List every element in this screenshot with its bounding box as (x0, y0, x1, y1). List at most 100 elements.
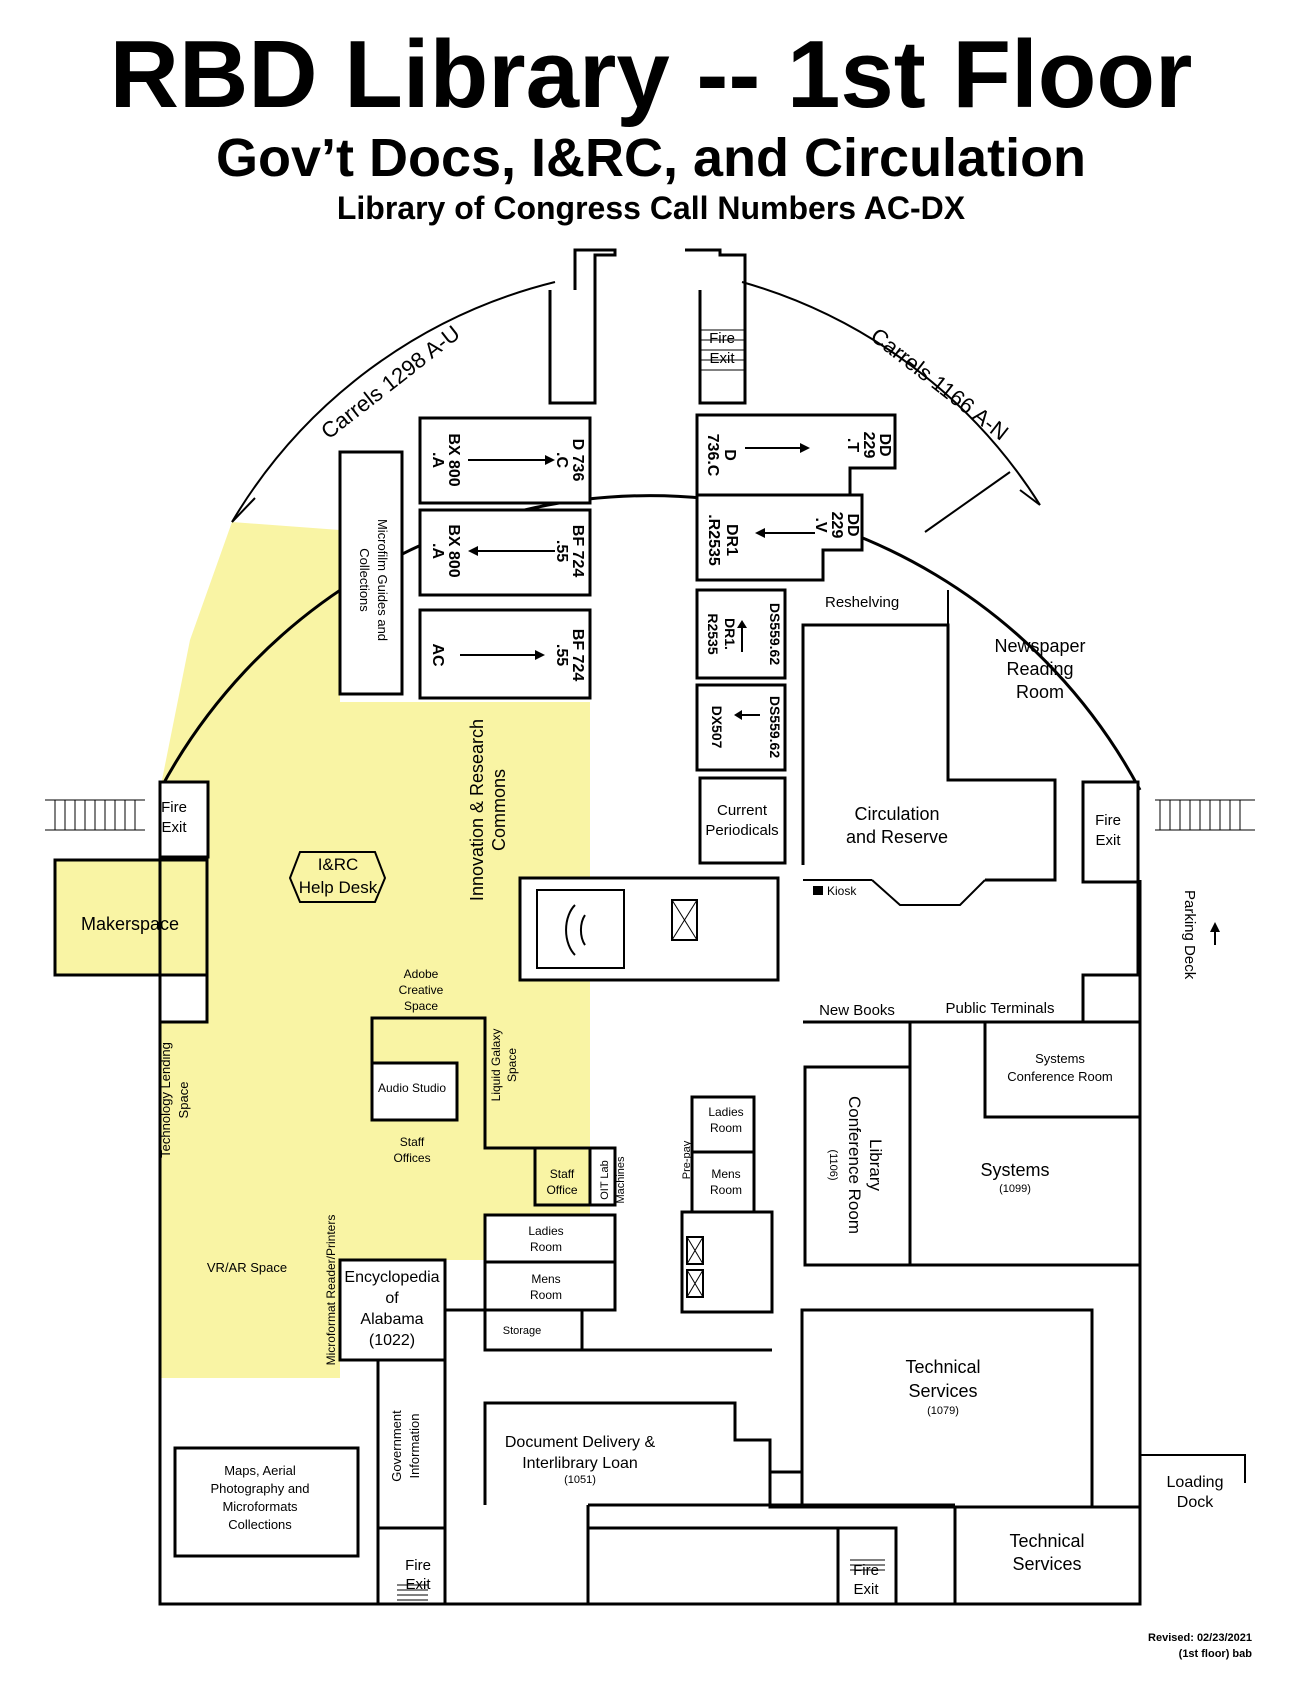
svg-text:Ladies: Ladies (528, 1224, 563, 1238)
svg-text:Office: Office (546, 1183, 577, 1197)
parking-deck-label: Parking Deck (1181, 890, 1198, 980)
svg-text:DR1.: DR1. (722, 618, 738, 650)
svg-text:Fire: Fire (1095, 812, 1121, 829)
storage-room (483, 1308, 584, 1352)
svg-text:and Reserve: and Reserve (846, 827, 948, 847)
svg-text:Systems: Systems (1035, 1051, 1085, 1066)
svg-text:of: of (385, 1290, 399, 1307)
microformat-printers-label: Microformat Reader/Printers (324, 1215, 338, 1366)
svg-text:Space: Space (176, 1082, 191, 1119)
svg-text:Conference Room: Conference Room (1007, 1069, 1113, 1084)
document-delivery-room (483, 1401, 772, 1505)
systems-conference-room (983, 1020, 1142, 1119)
revised-date: Revised: 02/23/2021 (1148, 1632, 1252, 1644)
microfilm-label-1: Microfilm Guides and (375, 519, 390, 641)
staff-office-room (533, 1146, 592, 1207)
oit-lab-label: OIT Lab (599, 1160, 611, 1200)
newspaper-room-label: Newspaper (994, 636, 1085, 656)
svg-text:Library: Library (866, 1139, 885, 1191)
carrels-left-band (231, 281, 556, 523)
svg-text:Room: Room (530, 1288, 562, 1302)
svg-text:.A: .A (429, 452, 446, 468)
svg-text:Mens: Mens (531, 1272, 560, 1286)
government-information (376, 1358, 447, 1530)
svg-text:Technical: Technical (1009, 1531, 1084, 1551)
svg-text:DD: DD (844, 513, 861, 536)
svg-text:Interlibrary Loan: Interlibrary Loan (522, 1455, 638, 1472)
svg-text:Fire: Fire (853, 1562, 879, 1579)
liquid-galaxy-label: Liquid Galaxy (489, 1029, 503, 1102)
svg-text:Fire: Fire (161, 799, 187, 816)
svg-text:BF 724: BF 724 (569, 629, 586, 682)
svg-text:DR1: DR1 (723, 524, 740, 556)
stack-range-1: D 736 .C BX 800 .A (418, 416, 592, 505)
svg-text:.V: .V (812, 517, 829, 532)
svg-text:Room: Room (1016, 682, 1064, 702)
audio-studio (370, 1061, 459, 1122)
svg-text:Ladies: Ladies (708, 1105, 743, 1119)
irc-help-desk (288, 851, 387, 903)
svg-text:Collections: Collections (228, 1517, 292, 1532)
revision-note: Revised: 02/23/2021 (1st floor) bab (1148, 1630, 1252, 1662)
svg-text:Document Delivery &: Document Delivery & (505, 1434, 656, 1451)
svg-text:R2535: R2535 (705, 613, 721, 654)
revision-code: (1st floor) bab (1178, 1648, 1252, 1660)
svg-text:(1051): (1051) (564, 1474, 596, 1486)
current-periodicals (698, 776, 787, 865)
irc-commons-label: Innovation & Research (467, 719, 487, 901)
stack-range-6: DS559.62 DR1. R2535 (695, 588, 787, 680)
stack-range-4: DD 229 .T D 736.C (695, 413, 897, 497)
svg-text:736.C: 736.C (704, 434, 721, 477)
systems-label: Systems (980, 1160, 1049, 1180)
svg-text:.A: .A (429, 543, 446, 559)
svg-text:Room: Room (710, 1121, 742, 1135)
svg-text:Help Desk: Help Desk (299, 878, 378, 897)
vr-ar-label: VR/AR Space (207, 1260, 287, 1275)
svg-text:.55: .55 (553, 644, 570, 666)
fire-exit-bottom-left (376, 1526, 447, 1606)
svg-text:Reading: Reading (1006, 659, 1073, 679)
technical-services (800, 1308, 1094, 1509)
mens-room-right (690, 1150, 756, 1214)
svg-text:Encyclopedia: Encyclopedia (344, 1269, 439, 1286)
parking-arrow-icon (1210, 922, 1220, 932)
svg-text:Periodicals: Periodicals (705, 822, 778, 839)
audio-studio-label: Audio Studio (378, 1081, 446, 1095)
svg-text:Commons: Commons (489, 769, 509, 851)
svg-text:Room: Room (530, 1240, 562, 1254)
svg-text:BF 724: BF 724 (569, 525, 586, 578)
svg-text:Exit: Exit (161, 819, 187, 836)
svg-text:D 736: D 736 (569, 439, 586, 482)
encyclopedia-of-alabama (338, 1258, 447, 1362)
stack-range-5: DD 229 .V DR1 .R2535 (695, 493, 864, 582)
makerspace-label: Makerspace (81, 914, 179, 934)
stack-range-7: DS559.62 DX507 (695, 683, 787, 772)
building-perimeter (158, 857, 1142, 1606)
staff-office-label: Staff (550, 1167, 575, 1181)
svg-text:.C: .C (553, 452, 570, 468)
kiosk-label: Kiosk (827, 884, 857, 898)
svg-text:Fire: Fire (405, 1557, 431, 1574)
new-books-label: New Books (819, 1002, 895, 1019)
maps-collection (173, 1446, 360, 1558)
circulation-walls (801, 623, 1057, 882)
fire-exit-top-label-a: Fire (709, 330, 735, 347)
svg-text:(1106): (1106) (827, 1150, 839, 1181)
stack-range-2: BF 724 .55 BX 800 .A (418, 508, 592, 597)
fire-exit-stairs-top (700, 329, 745, 371)
svg-text:DS559.62: DS559.62 (767, 696, 783, 758)
current-periodicals-label: Current (717, 802, 768, 819)
svg-text:Microformats: Microformats (222, 1499, 298, 1514)
svg-text:Creative: Creative (399, 983, 444, 997)
fire-exit-left (158, 780, 210, 859)
microfilm-collection (338, 450, 404, 696)
irc-highlight-area (160, 522, 590, 1378)
fire-exit-right (1081, 780, 1140, 884)
svg-text:(1099): (1099) (999, 1183, 1031, 1195)
svg-text:(1022): (1022) (369, 1332, 415, 1349)
circulation-label: Circulation (854, 804, 939, 824)
svg-text:Storage: Storage (503, 1325, 542, 1337)
svg-text:DX507: DX507 (709, 706, 725, 749)
svg-text:BX 800: BX 800 (445, 433, 462, 486)
